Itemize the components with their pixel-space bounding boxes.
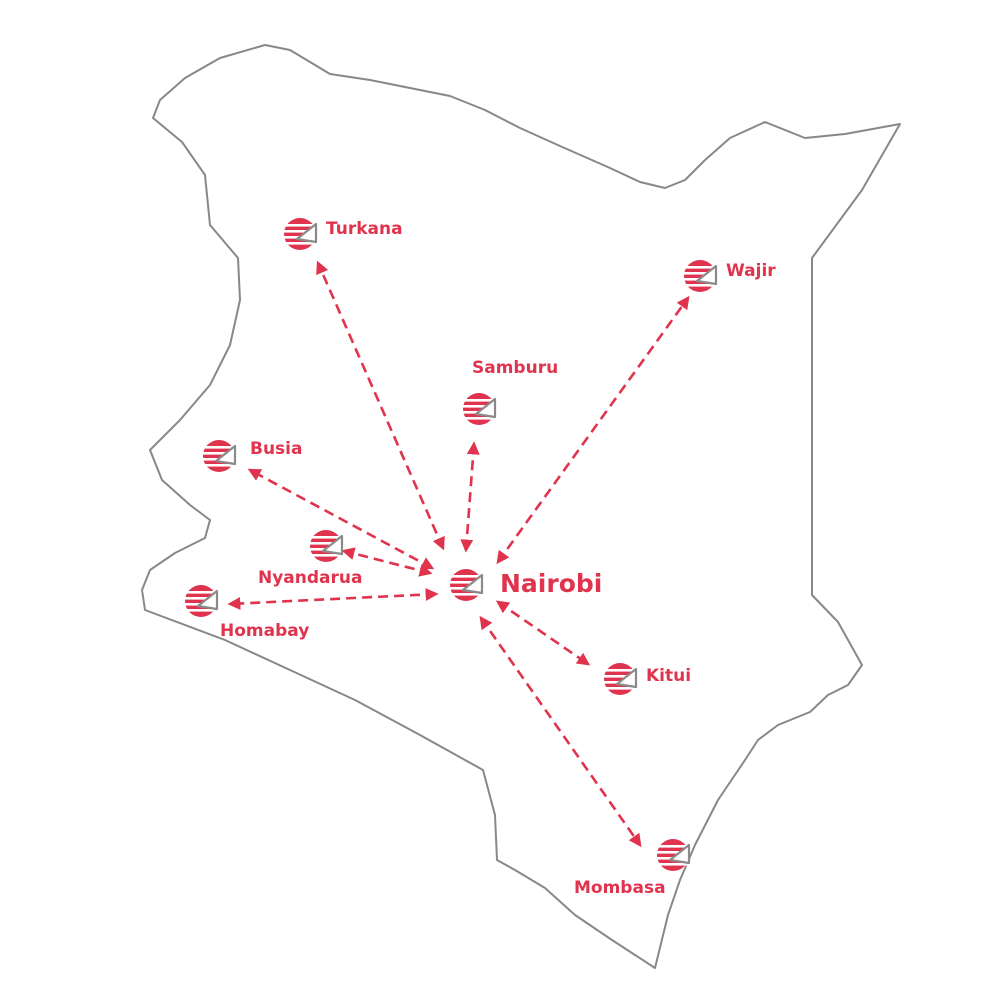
country-outline [141,44,901,969]
location-label-homabay: Homabay [220,621,310,641]
location-label-nairobi: Nairobi [500,569,603,598]
location-label-wajir: Wajir [726,261,776,281]
location-label-nyandarua: Nyandarua [258,568,363,588]
route-mombasa [479,615,642,848]
route-homabay [227,588,439,610]
route-samburu [460,441,480,553]
location-label-turkana: Turkana [326,219,403,239]
route-wajir [496,295,690,565]
route-nyandarua [341,547,433,577]
location-label-mombasa: Mombasa [574,878,666,898]
location-label-busia: Busia [250,439,303,459]
location-label-kitui: Kitui [646,666,692,686]
location-label-samburu: Samburu [472,358,559,378]
